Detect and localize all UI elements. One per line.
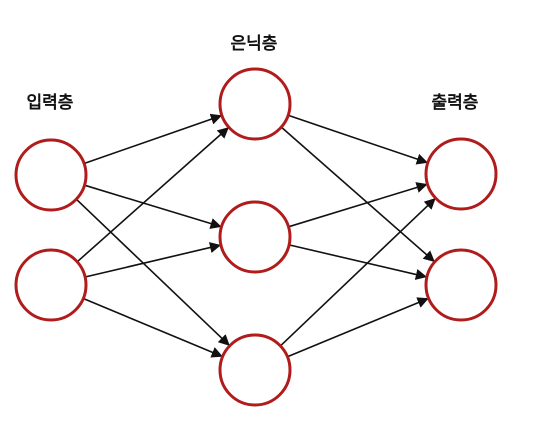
input-layer-label: 입력층 — [27, 93, 74, 113]
edge-hidden-1-to-output-2 — [280, 126, 435, 262]
edge-input-1-to-hidden-2 — [84, 184, 222, 229]
edge-input-2-to-hidden-2 — [84, 242, 222, 278]
edge-hidden-1-to-output-1 — [287, 114, 428, 165]
edge-hidden-3-to-output-2 — [287, 297, 429, 358]
hidden-node-3 — [218, 333, 292, 407]
hidden-layer-label: 은닉층 — [231, 34, 278, 54]
edge-hidden-2-to-output-1 — [288, 182, 428, 228]
output-node-1 — [424, 137, 498, 211]
hidden-node-1 — [218, 67, 292, 141]
output-layer-label: 출력층 — [432, 93, 479, 113]
edge-input-1-to-hidden-1 — [83, 113, 223, 165]
input-node-2 — [14, 248, 88, 322]
edge-hidden-3-to-output-1 — [279, 198, 436, 347]
connections — [75, 113, 436, 358]
edge-hidden-2-to-output-2 — [288, 244, 427, 280]
nodes — [14, 67, 498, 407]
edge-input-2-to-hidden-3 — [82, 297, 223, 358]
hidden-node-2 — [218, 200, 292, 274]
edge-input-2-to-hidden-1 — [76, 127, 229, 263]
input-node-1 — [14, 138, 88, 212]
edge-input-1-to-hidden-3 — [75, 198, 230, 346]
output-node-2 — [424, 248, 498, 322]
